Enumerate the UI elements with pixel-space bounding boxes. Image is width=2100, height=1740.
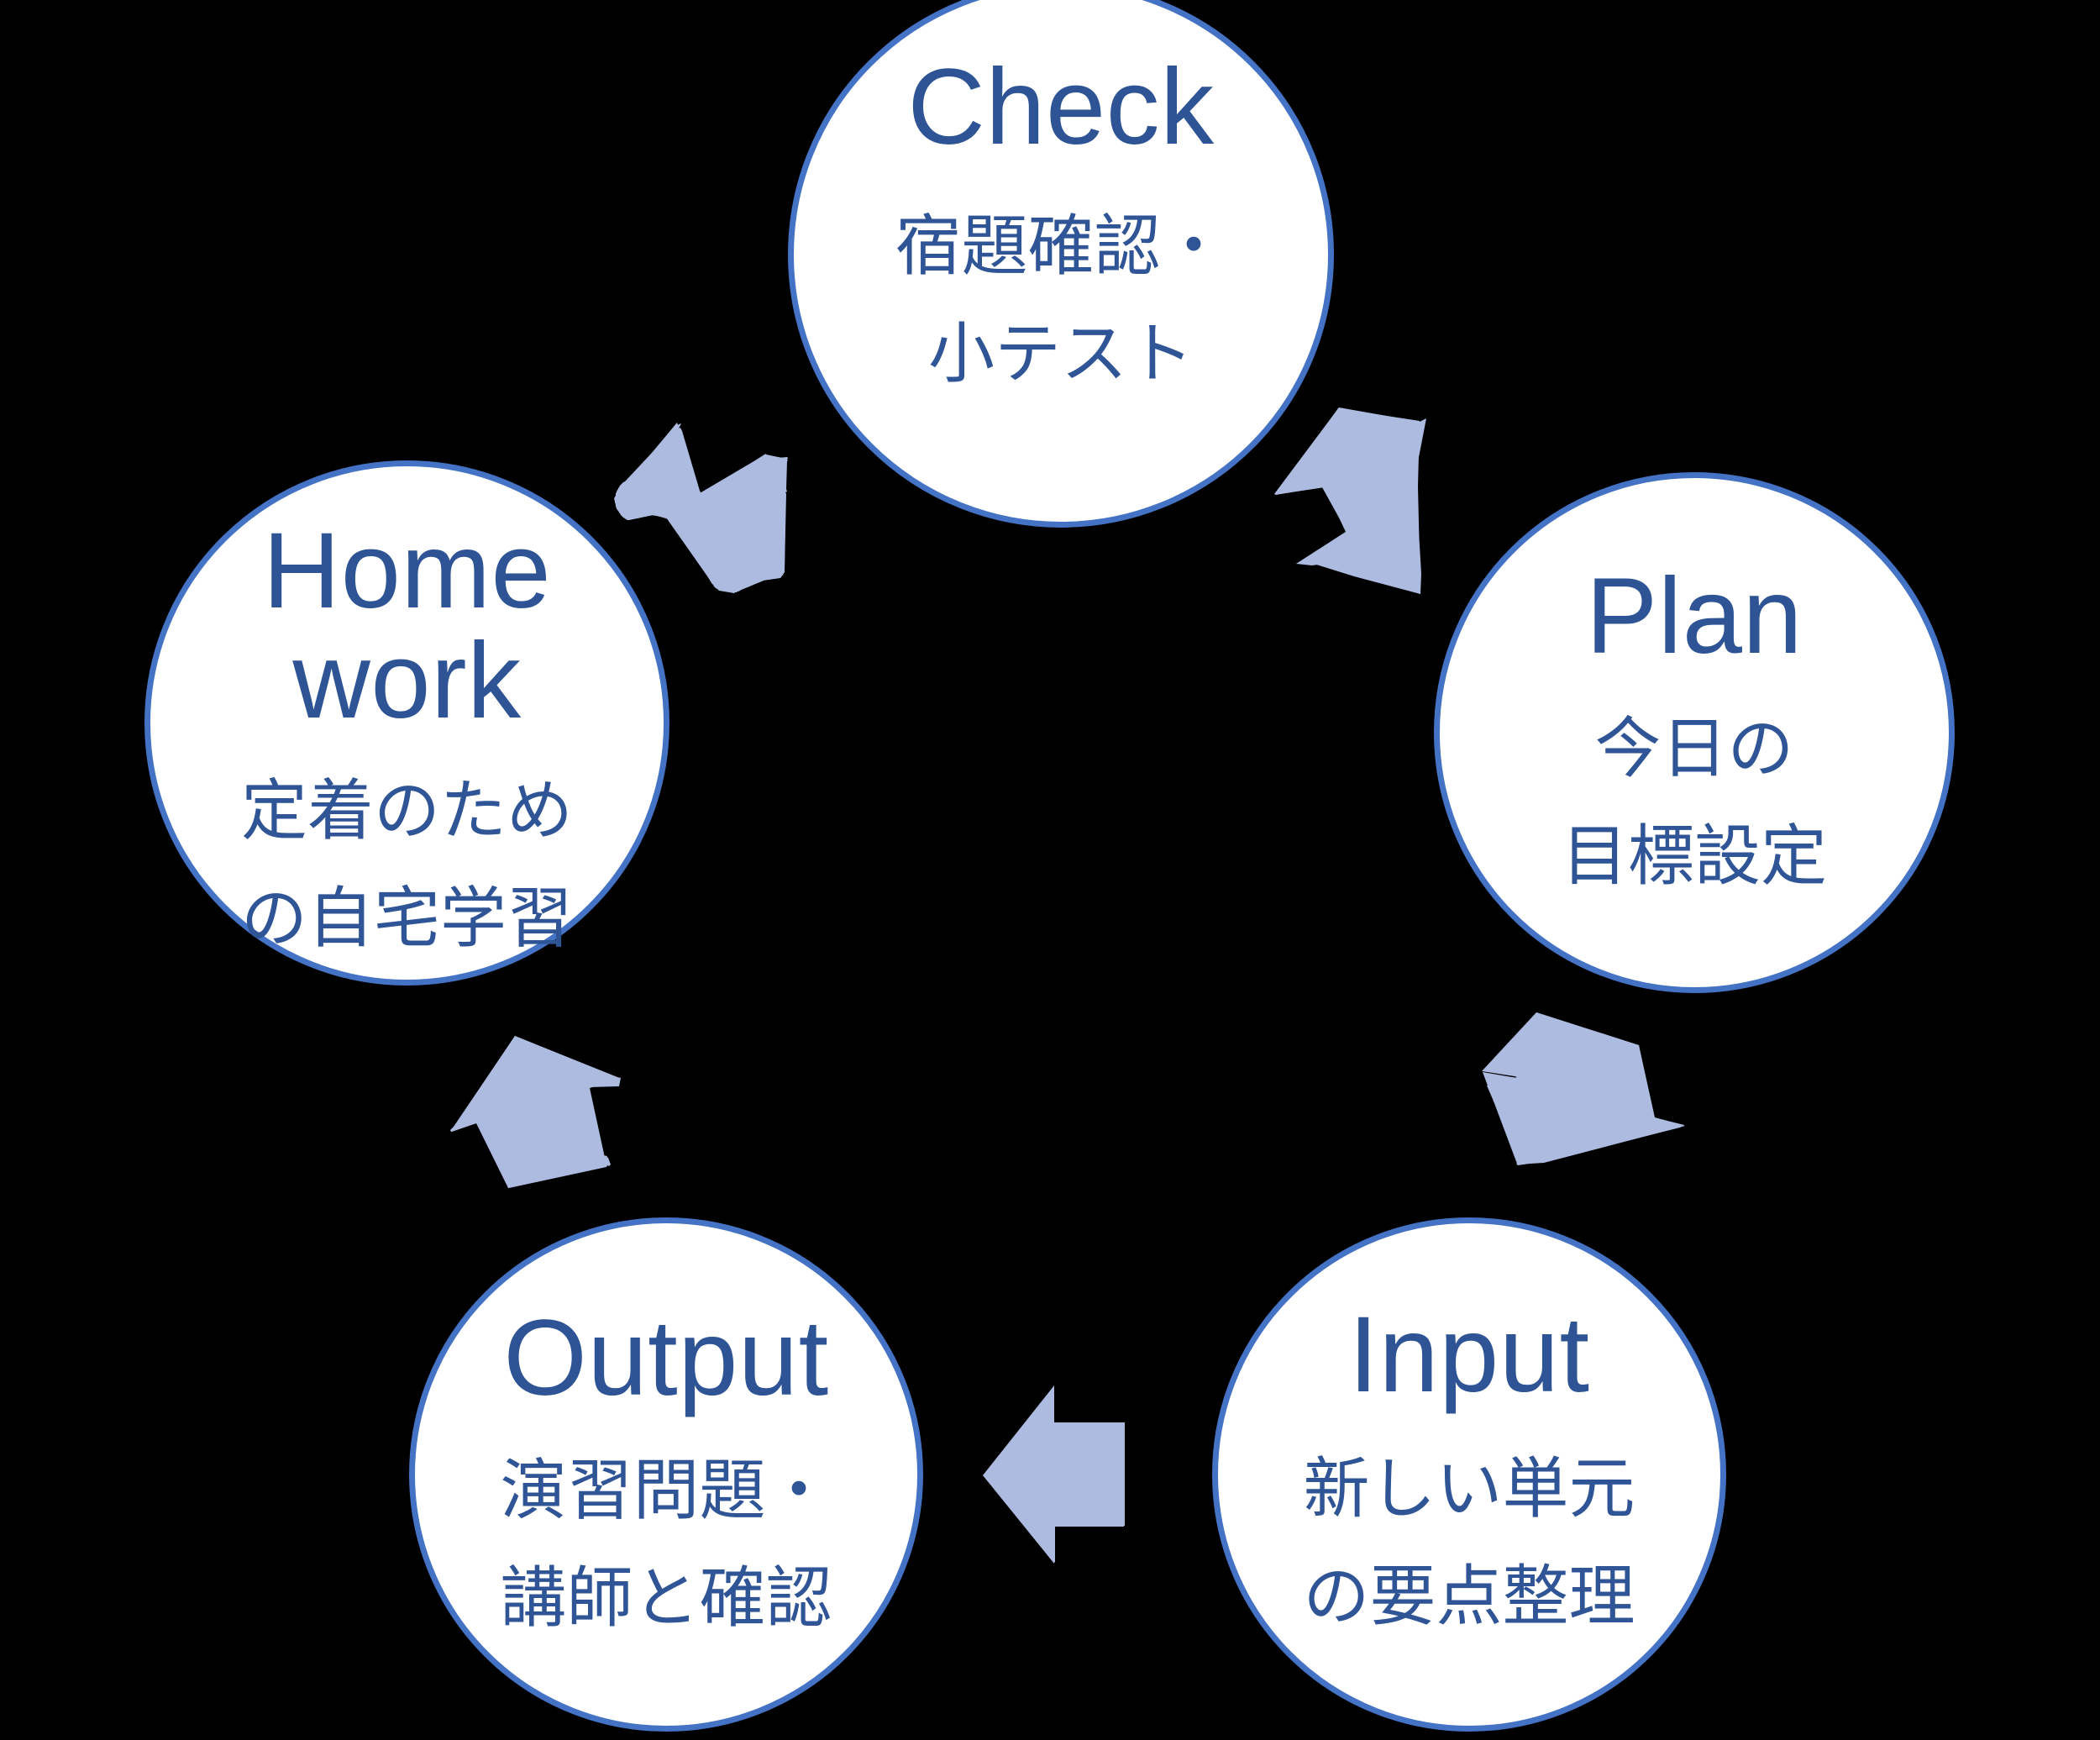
cycle-node-homework-title: Home work <box>262 511 552 741</box>
cycle-node-homework-subtitle: 定着のため の自宅学習 <box>241 772 573 958</box>
cycle-node-output-title: Output <box>503 1298 829 1418</box>
cycle-node-output[interactable]: Output 演習問題・ 講師と確認 <box>409 1217 923 1732</box>
cycle-node-plan-title: Plan <box>1585 556 1803 676</box>
arrow-up-right-icon <box>614 423 788 593</box>
arrow-down-icon <box>1482 1012 1685 1165</box>
cycle-node-homework[interactable]: Home work 定着のため の自宅学習 <box>144 460 669 986</box>
cycle-node-plan-subtitle: 今日の 目標設定 <box>1562 709 1827 895</box>
cycle-node-plan[interactable]: Plan 今日の 目標設定 <box>1434 472 1955 993</box>
cycle-node-check-title: Check <box>907 47 1215 167</box>
cycle-node-input-subtitle: 新しい単元 の要点整理 <box>1303 1449 1635 1635</box>
arrow-left-icon <box>983 1385 1125 1564</box>
cycle-node-check-subtitle: 宿題確認・ 小テスト <box>895 207 1227 392</box>
arrow-down-right-icon <box>1274 407 1426 594</box>
cycle-node-input[interactable]: Input 新しい単元 の要点整理 <box>1212 1217 1726 1732</box>
cycle-node-input-title: Input <box>1348 1295 1590 1415</box>
arrow-up-icon <box>450 1036 621 1188</box>
cycle-node-output-subtitle: 演習問題・ 講師と確認 <box>500 1451 832 1637</box>
cycle-node-check[interactable]: Check 宿題確認・ 小テスト <box>788 0 1334 528</box>
